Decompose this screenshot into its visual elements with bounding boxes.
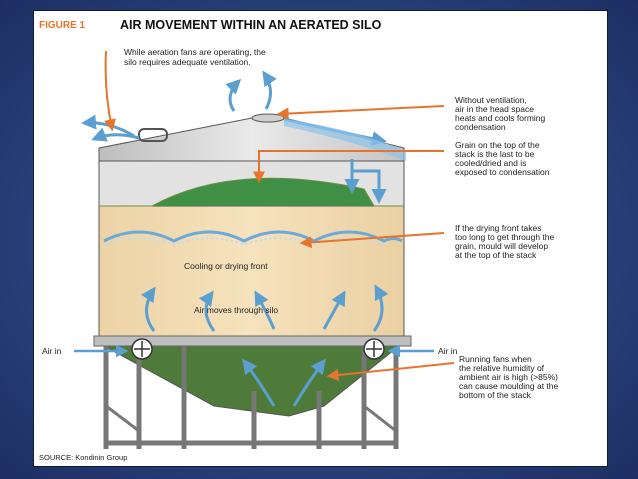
svg-text:silo requires adequate ventila: silo requires adequate ventilation. — [124, 57, 251, 67]
svg-text:the relative humidity of: the relative humidity of — [459, 363, 545, 373]
roof-hatch — [138, 128, 168, 142]
svg-text:Running fans when: Running fans when — [459, 354, 532, 364]
callout-fans-ventilation: While aeration fans are operating, the s… — [124, 47, 266, 67]
roof-vent — [251, 113, 285, 123]
callout-drying-front: If the drying front takes too long to ge… — [455, 223, 555, 260]
figure-title: AIR MOVEMENT WITHIN AN AERATED SILO — [120, 18, 382, 32]
cooling-front-line — [103, 230, 403, 247]
silo-frame — [103, 346, 399, 449]
callout-running-fans: Running fans when the relative humidity … — [459, 354, 559, 400]
svg-text:exposed to condensation: exposed to condensation — [455, 167, 550, 177]
svg-text:heats and cools forming: heats and cools forming — [455, 113, 546, 123]
air-in-right-label: Air in — [438, 346, 458, 356]
grain-stack — [98, 205, 405, 347]
svg-text:bottom of the stack: bottom of the stack — [459, 390, 532, 400]
svg-text:grain, mould will develop: grain, mould will develop — [455, 241, 548, 251]
svg-text:at the top of the stack: at the top of the stack — [455, 250, 537, 260]
figure-number: FIGURE 1 — [39, 20, 86, 31]
svg-text:Grain on the top of the: Grain on the top of the — [455, 140, 540, 150]
svg-text:cooled/dried and is: cooled/dried and is — [455, 158, 526, 168]
svg-text:too long to get through the: too long to get through the — [455, 232, 555, 242]
silo-diagram: FIGURE 1 AIR MOVEMENT WITHIN AN AERATED … — [39, 18, 559, 462]
callout-arrows — [104, 50, 455, 381]
right-fan-icon — [363, 338, 385, 360]
callout-without-ventilation: Without ventilation, air in the head spa… — [455, 95, 546, 132]
svg-text:While aeration fans are operat: While aeration fans are operating, the — [124, 47, 266, 57]
source-label: SOURCE: Kondinin Group — [39, 453, 127, 462]
svg-text:can cause moulding at the: can cause moulding at the — [459, 381, 559, 391]
figure-panel: FIGURE 1 AIR MOVEMENT WITHIN AN AERATED … — [33, 10, 608, 467]
svg-text:air in the head space: air in the head space — [455, 104, 534, 114]
callout-grain-top: Grain on the top of the stack is the las… — [455, 140, 550, 177]
svg-text:Without ventilation,: Without ventilation, — [455, 95, 527, 105]
svg-text:condensation: condensation — [455, 122, 506, 132]
svg-text:If the drying front takes: If the drying front takes — [455, 223, 541, 233]
svg-text:ambient air is high (>85%): ambient air is high (>85%) — [459, 372, 558, 382]
air-moves-label: Air moves through silo — [194, 305, 278, 315]
svg-text:stack is the last to be: stack is the last to be — [455, 149, 535, 159]
cooling-front-label: Cooling or drying front — [184, 261, 268, 271]
left-fan-icon — [131, 338, 153, 360]
silo-ring — [93, 335, 412, 347]
air-in-left-label: Air in — [42, 346, 62, 356]
headspace-air-stream — [284, 119, 406, 161]
